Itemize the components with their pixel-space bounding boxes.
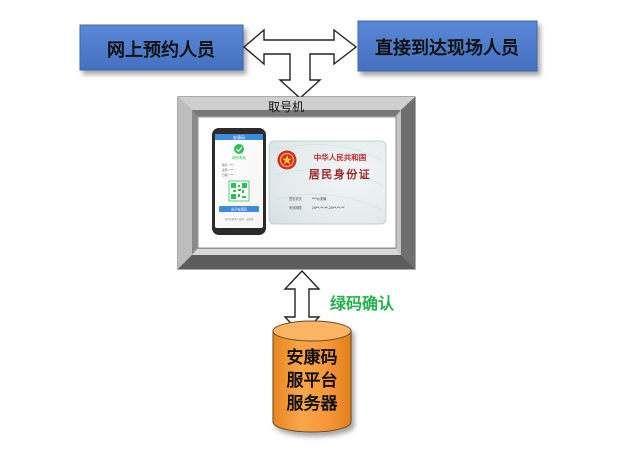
online-reservation-box [79,24,244,71]
idcard-country: 中华人民共和国 [314,152,367,162]
server-label-line-2: 服平台 [287,370,338,391]
phone-field-3: 日期: *** [222,173,234,177]
connector-t-arrow [242,28,358,99]
idcard-title: 居民身份证 [309,167,372,181]
phone-footer-button: 出示安康码 [231,207,247,212]
id-card-illustration: 中华人民共和国 居民身份证 签发机关 ***公安局 有效期限 20**.**.*… [268,140,387,225]
qr-code-icon [228,180,250,202]
phone-field-1: 姓名: *** [222,163,234,167]
server-cylinder [272,320,352,433]
walkin-label: 直接到达现场人员 [375,37,519,59]
green-code-confirm-label: 绿码确认 [330,294,395,313]
phone-illustration: 安康码 绿码有效 姓名: *** 证件: *** 日期: *** 出示安康码 本… [212,128,266,235]
phone-footer-note: 本码仅限本人使用 · 安徽省 [225,217,254,221]
online-reservation-label: 网上预约人员 [107,39,215,61]
phone-status-text: 绿码有效 [232,155,246,160]
idcard-authority-label: 签发机关 [289,196,303,201]
server-label-line-1: 安康码 [287,347,338,368]
green-check-icon [234,144,244,154]
phone-app-header: 安康码 [233,134,245,140]
walkin-box [357,20,538,72]
phone-field-2: 证件: *** [222,168,234,172]
idcard-validity-label: 有效期限 [289,205,303,210]
idcard-authority-value: ***公安局 [312,196,326,201]
ticket-machine-label: 取号机 [268,100,304,114]
server-label-line-3: 服务器 [287,393,339,414]
idcard-validity-value: 20**.**.**-20**.**.** [312,206,345,210]
